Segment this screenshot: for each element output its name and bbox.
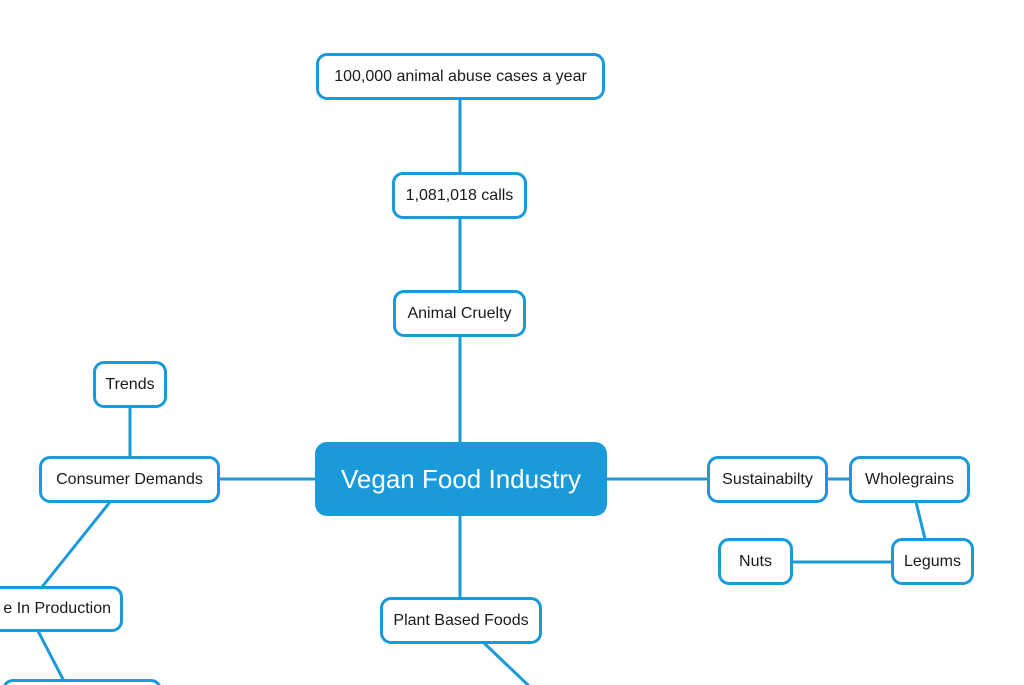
node-plant-based-foods[interactable]: Plant Based Foods — [380, 597, 542, 644]
node-legumes[interactable]: Legums — [891, 538, 974, 585]
link-wholegrains-to-legumes — [914, 500, 927, 541]
node-wholegrains[interactable]: Wholegrains — [849, 456, 970, 503]
node-production[interactable]: e In Production — [0, 586, 123, 632]
node-sustainability[interactable]: Sustainabilty — [707, 456, 828, 503]
link-consumer-to-production — [40, 500, 112, 589]
node-nuts[interactable]: Nuts — [718, 538, 793, 585]
node-animal-cruelty[interactable]: Animal Cruelty — [393, 290, 526, 337]
link-plant-to-offscreen — [483, 642, 530, 685]
node-central-topic[interactable]: Vegan Food Industry — [315, 442, 607, 516]
link-production-to-offscreen — [36, 629, 68, 685]
node-abuse-cases[interactable]: 100,000 animal abuse cases a year — [316, 53, 605, 100]
node-calls[interactable]: 1,081,018 calls — [392, 172, 527, 219]
node-consumer-demands[interactable]: Consumer Demands — [39, 456, 220, 503]
node-offscreen-partial[interactable] — [2, 679, 162, 685]
node-trends[interactable]: Trends — [93, 361, 167, 408]
